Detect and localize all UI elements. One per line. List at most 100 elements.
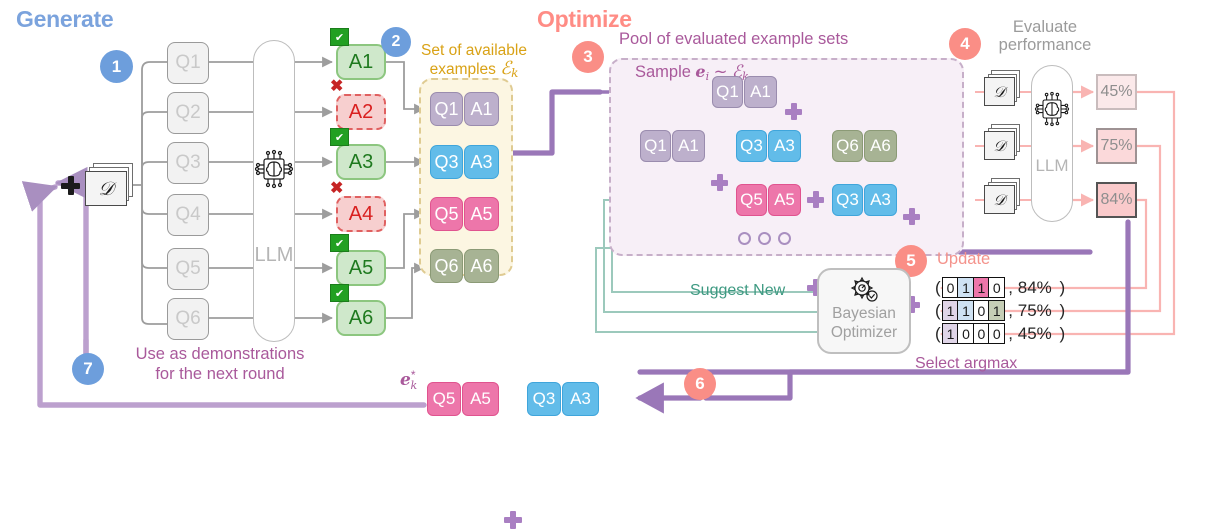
record-1-bit-2: 1 [957, 277, 975, 298]
record-3-separator: , [1008, 323, 1018, 343]
available-set-caption-line1: Set of available [421, 42, 527, 59]
bayesian-optimizer-box: Bayesian Optimizer [817, 268, 911, 354]
record-3-bit-4: 0 [988, 323, 1006, 344]
pool-r1-plus-icon [785, 103, 802, 120]
record-1-bit-4: 0 [988, 277, 1006, 298]
set-chip-a6: A6 [464, 249, 499, 283]
dataset-symbol-eval-2: 𝒟 [993, 136, 1006, 155]
answer-box-a1: A1 [336, 44, 386, 80]
generate-section-title: Generate [16, 6, 114, 32]
record-2-paren-open: ( [935, 300, 941, 320]
answer-box-a6: A6 [336, 300, 386, 336]
pool-title: Pool of evaluated example sets [619, 30, 849, 48]
pool-r2-chip-a6: A6 [864, 130, 897, 162]
result-label-sub: k [410, 379, 418, 392]
step-badge-7: 7 [72, 353, 104, 385]
dataset-symbol-eval-3: 𝒟 [993, 190, 1006, 209]
result-label-var: e [400, 370, 411, 390]
pool-r2-chip-a1: A1 [672, 130, 705, 162]
record-3-paren-close: ) [1054, 323, 1066, 343]
pool-r2-plus-icon-2 [807, 191, 824, 208]
question-box-q6: Q6 [167, 298, 209, 340]
select-argmax-label: Select argmax [915, 355, 1018, 372]
score-box-45: 45% [1096, 74, 1137, 110]
set-chip-q3: Q3 [430, 145, 463, 179]
dataset-stack-input: 𝒟 [85, 163, 133, 207]
optimizer-record-1: ( 0 1 1 0 , 84% ) [932, 277, 1068, 298]
set-chip-a3: A3 [464, 145, 499, 179]
score-box-84: 84% [1096, 182, 1137, 218]
sample-label: Sample ei ∼ ℰk [635, 62, 749, 83]
check-icon-a5: ✔ [330, 234, 349, 252]
footer-caption: Use as demonstrations for the next round [110, 345, 330, 385]
footer-caption-line1: Use as demonstrations [135, 345, 305, 363]
record-2-bit-4: 1 [988, 300, 1006, 321]
pool-r2-chip-a3: A3 [768, 130, 801, 162]
pool-r2-plus-icon-3 [903, 208, 920, 225]
available-set-symbol-sub: k [511, 66, 519, 81]
record-1-bits: 0 1 1 0 [942, 277, 1006, 298]
llm-label-evaluate: LLM [1035, 156, 1069, 175]
sample-label-text: Sample [635, 63, 691, 81]
question-box-q4: Q4 [167, 194, 209, 236]
optimizer-record-3: ( 1 0 0 0 , 45% ) [932, 323, 1068, 344]
pool-ellipsis-dot-3 [778, 232, 791, 245]
record-2-paren-close: ) [1054, 300, 1066, 320]
footer-caption-line2: for the next round [155, 364, 285, 383]
result-chip-q5: Q5 [427, 382, 461, 416]
dataset-symbol: 𝒟 [98, 177, 114, 200]
record-1-score: 84% [1017, 277, 1052, 297]
question-box-q3: Q3 [167, 142, 209, 184]
optimizer-record-2: ( 1 1 0 1 , 75% ) [932, 300, 1068, 321]
suggest-new-label: Suggest New [690, 282, 786, 299]
score-box-75: 75% [1096, 128, 1137, 164]
optimize-section-title: Optimize [537, 6, 632, 32]
step-badge-4: 4 [949, 28, 981, 60]
answer-box-a5: A5 [336, 250, 386, 286]
pool-r2-plus-icon-1 [711, 174, 728, 191]
plus-icon-input [61, 176, 80, 195]
sample-var: e [695, 62, 706, 81]
check-icon-a1: ✔ [330, 28, 349, 46]
dataset-stack-eval-2: 𝒟 [984, 124, 1020, 168]
available-set-caption-line2: examples [429, 61, 496, 79]
pool-r3-chip-a5: A5 [768, 184, 801, 216]
record-1-separator: , [1008, 277, 1018, 297]
pool-r2-chip-q6: Q6 [832, 130, 863, 162]
question-box-q5: Q5 [167, 248, 209, 290]
question-box-q1: Q1 [167, 42, 209, 84]
llm-box-generate: LLM [253, 40, 295, 342]
dataset-stack-eval-3: 𝒟 [984, 178, 1020, 222]
step-badge-1: 1 [100, 50, 133, 83]
answer-box-a2: A2 [336, 94, 386, 130]
pool-ellipsis-dot-2 [758, 232, 771, 245]
pool-ellipsis-dot-1 [738, 232, 751, 245]
dataset-symbol-eval-1: 𝒟 [993, 82, 1006, 101]
step-badge-2: 2 [381, 27, 411, 57]
record-2-score: 75% [1017, 300, 1052, 320]
sample-var-sub: i [705, 70, 710, 83]
llm-label-generate: LLM [254, 244, 294, 266]
answer-box-a4: A4 [336, 196, 386, 232]
result-plus-icon [504, 511, 522, 529]
result-label-star: * [410, 368, 416, 382]
set-chip-q5: Q5 [430, 197, 463, 231]
pool-r2-chip-q3: Q3 [736, 130, 767, 162]
bayesian-optimizer-line1: Bayesian [832, 305, 896, 322]
record-3-score: 45% [1017, 323, 1052, 343]
record-3-bits: 1 0 0 0 [942, 323, 1006, 344]
sample-set-symbol: ℰ [731, 62, 743, 82]
set-chip-q1: Q1 [430, 92, 463, 126]
record-3-paren-open: ( [935, 323, 941, 343]
record-1-paren-close: ) [1054, 277, 1066, 297]
set-chip-a5: A5 [464, 197, 499, 231]
available-set-caption: Set of available examples ℰk [414, 42, 534, 81]
pool-r1-chip-q1: Q1 [712, 76, 743, 108]
record-2-separator: , [1008, 300, 1018, 320]
evaluate-caption-line2: performance [998, 36, 1092, 55]
brain-chip-icon-evaluate [1034, 91, 1070, 127]
question-box-q2: Q2 [167, 92, 209, 134]
record-2-bits: 1 1 0 1 [942, 300, 1006, 321]
brain-chip-icon [254, 149, 294, 189]
available-set-symbol: ℰ [500, 58, 512, 80]
